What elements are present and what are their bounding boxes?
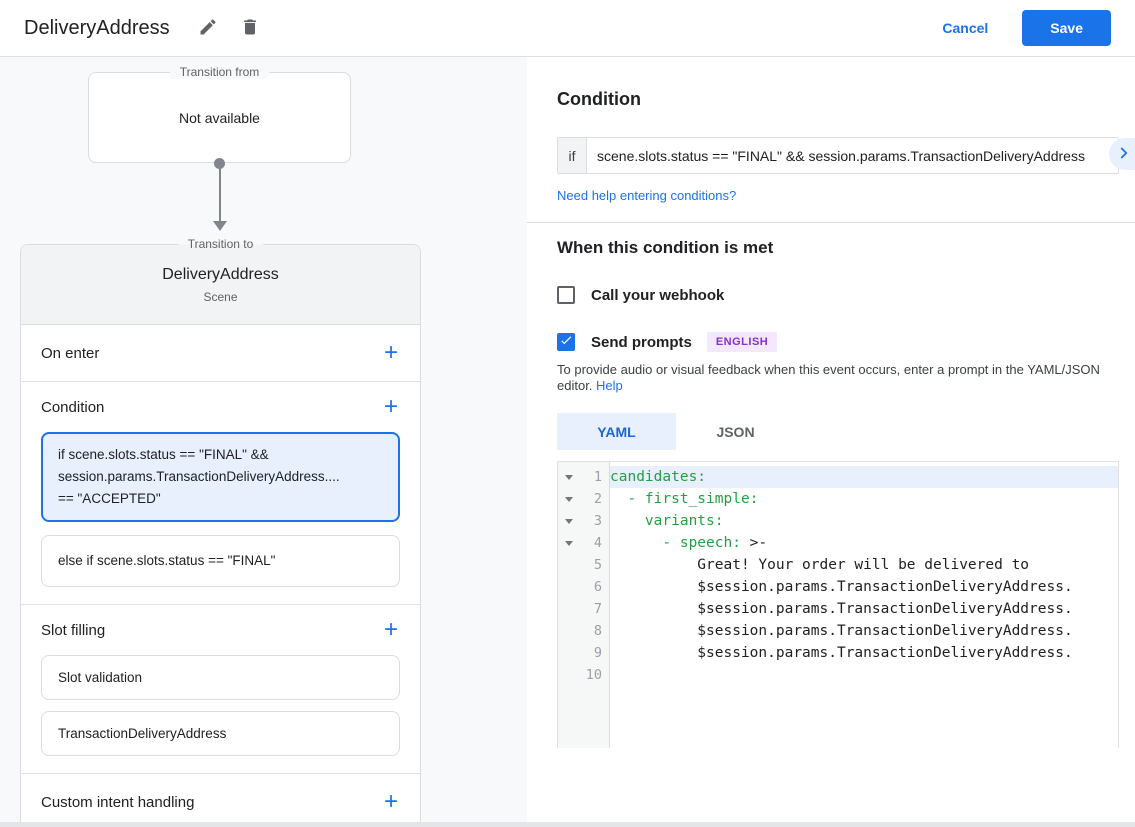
editor-gutter: 1 2 3 4 5 6 7 8 9 10 xyxy=(558,462,610,748)
edit-scene-button[interactable] xyxy=(192,11,224,46)
if-prefix-label: if xyxy=(558,138,587,173)
on-enter-label: On enter xyxy=(41,344,100,362)
add-on-enter-button[interactable]: + xyxy=(383,339,398,366)
checkmark-icon xyxy=(559,333,573,352)
code-line: variants: xyxy=(610,510,1118,532)
condition-card[interactable]: else if scene.slots.status == "FINAL" xyxy=(41,535,400,587)
slot-filling-section: Slot filling + Slot validation Transacti… xyxy=(21,605,420,774)
fold-arrow-icon[interactable] xyxy=(565,496,573,502)
connector-dot xyxy=(214,158,225,169)
yaml-text: $session.params.TransactionDeliveryAddre… xyxy=(610,601,1073,617)
yaml-key: - speech: xyxy=(610,535,741,551)
line-number: 4 xyxy=(593,535,602,551)
code-line: $session.params.TransactionDeliveryAddre… xyxy=(610,598,1118,620)
line-number: 9 xyxy=(593,645,602,661)
condition-section-label: Condition xyxy=(41,398,105,416)
transition-to-node: Transition to DeliveryAddress Scene On e… xyxy=(20,237,421,823)
on-enter-section: On enter + xyxy=(21,325,420,382)
top-bar: DeliveryAddress Cancel Save xyxy=(0,0,1135,57)
yaml-text: $session.params.TransactionDeliveryAddre… xyxy=(610,645,1073,661)
transition-from-node: Transition from Not available xyxy=(88,65,351,163)
add-slot-button[interactable]: + xyxy=(383,616,398,643)
scene-card-header: Transition to DeliveryAddress Scene xyxy=(21,237,420,325)
code-line: $session.params.TransactionDeliveryAddre… xyxy=(610,576,1118,598)
yaml-key: - first_simple: xyxy=(610,491,759,507)
line-number: 3 xyxy=(593,513,602,529)
add-condition-button[interactable]: + xyxy=(383,393,398,420)
webhook-row: Call your webhook xyxy=(557,286,1119,304)
line-number: 6 xyxy=(593,579,602,595)
chevron-right-icon xyxy=(1115,144,1133,165)
yaml-text: Great! Your order will be delivered to xyxy=(610,557,1030,573)
prompts-description-text: To provide audio or visual feedback when… xyxy=(557,362,1100,393)
add-custom-intent-button[interactable]: + xyxy=(383,788,398,815)
section-divider xyxy=(527,222,1135,223)
call-webhook-checkbox[interactable] xyxy=(557,286,575,304)
help-link[interactable]: Help xyxy=(596,378,623,393)
trash-icon xyxy=(240,17,260,40)
arrow-down-icon xyxy=(213,221,227,231)
pencil-icon xyxy=(198,17,218,40)
transition-from-value: Not available xyxy=(179,109,260,126)
tab-json[interactable]: JSON xyxy=(676,413,795,450)
yaml-code-editor[interactable]: 1 2 3 4 5 6 7 8 9 10 candidates: - first… xyxy=(557,461,1119,748)
flow-diagram-panel: Transition from Not available Transition… xyxy=(0,57,527,827)
line-number: 2 xyxy=(593,491,602,507)
line-number: 8 xyxy=(593,623,602,639)
line-number: 5 xyxy=(593,557,602,573)
scene-name: DeliveryAddress xyxy=(162,265,279,283)
code-line: $session.params.TransactionDeliveryAddre… xyxy=(610,620,1118,642)
send-prompts-checkbox[interactable] xyxy=(557,333,575,351)
editor-tabs: YAML JSON xyxy=(557,413,1119,450)
page-title: DeliveryAddress xyxy=(24,16,170,39)
editor-code-area[interactable]: candidates: - first_simple: variants: - … xyxy=(610,462,1118,748)
line-number: 7 xyxy=(593,601,602,617)
condition-card-selected[interactable]: if scene.slots.status == "FINAL" && sess… xyxy=(41,432,400,522)
when-met-title: When this condition is met xyxy=(557,238,774,257)
condition-panel-title: Condition xyxy=(557,89,641,109)
send-prompts-row: Send prompts ENGLISH xyxy=(557,332,1119,352)
transition-from-label: Transition from xyxy=(169,65,270,79)
yaml-text: $session.params.TransactionDeliveryAddre… xyxy=(610,623,1073,639)
fold-arrow-icon[interactable] xyxy=(565,518,573,524)
save-button[interactable]: Save xyxy=(1022,10,1111,46)
transition-to-label: Transition to xyxy=(177,237,264,251)
call-webhook-label: Call your webhook xyxy=(591,286,725,304)
code-line: - speech: >- xyxy=(610,532,1118,554)
conditions-help-link[interactable]: Need help entering conditions? xyxy=(557,188,737,203)
line-number: 10 xyxy=(585,667,602,683)
condition-expression-row: if xyxy=(557,137,1119,174)
fold-arrow-icon[interactable] xyxy=(565,540,573,546)
condition-expression-input[interactable] xyxy=(587,138,1118,173)
code-line: Great! Your order will be delivered to xyxy=(610,554,1118,576)
prompts-description: To provide audio or visual feedback when… xyxy=(557,362,1119,394)
scene-type: Scene xyxy=(203,289,238,304)
code-line: $session.params.TransactionDeliveryAddre… xyxy=(610,642,1118,664)
connector-line xyxy=(219,167,221,222)
slot-card[interactable]: TransactionDeliveryAddress xyxy=(41,711,400,756)
fold-arrow-icon[interactable] xyxy=(565,474,573,480)
custom-intent-section: Custom intent handling + xyxy=(21,774,420,827)
horizontal-scrollbar[interactable] xyxy=(0,822,1135,827)
collapse-panel-button[interactable] xyxy=(1109,138,1135,170)
yaml-key: candidates: xyxy=(610,469,707,485)
cancel-button[interactable]: Cancel xyxy=(942,20,989,36)
line-number: 1 xyxy=(593,469,602,485)
custom-intent-label: Custom intent handling xyxy=(41,793,195,811)
code-line xyxy=(610,664,1118,686)
delete-scene-button[interactable] xyxy=(234,11,266,46)
yaml-text: >- xyxy=(740,535,768,551)
tab-yaml[interactable]: YAML xyxy=(557,413,676,450)
condition-editor-panel: Condition if Need help entering conditio… xyxy=(527,57,1135,827)
condition-section: Condition + if scene.slots.status == "FI… xyxy=(21,382,420,605)
language-badge: ENGLISH xyxy=(706,332,778,352)
slot-filling-label: Slot filling xyxy=(41,621,106,639)
slot-validation-card[interactable]: Slot validation xyxy=(41,655,400,700)
code-line: - first_simple: xyxy=(610,488,1118,510)
send-prompts-label: Send prompts xyxy=(591,333,692,351)
code-line: candidates: xyxy=(610,466,1118,488)
yaml-key: variants: xyxy=(610,513,724,529)
yaml-text: $session.params.TransactionDeliveryAddre… xyxy=(610,579,1073,595)
